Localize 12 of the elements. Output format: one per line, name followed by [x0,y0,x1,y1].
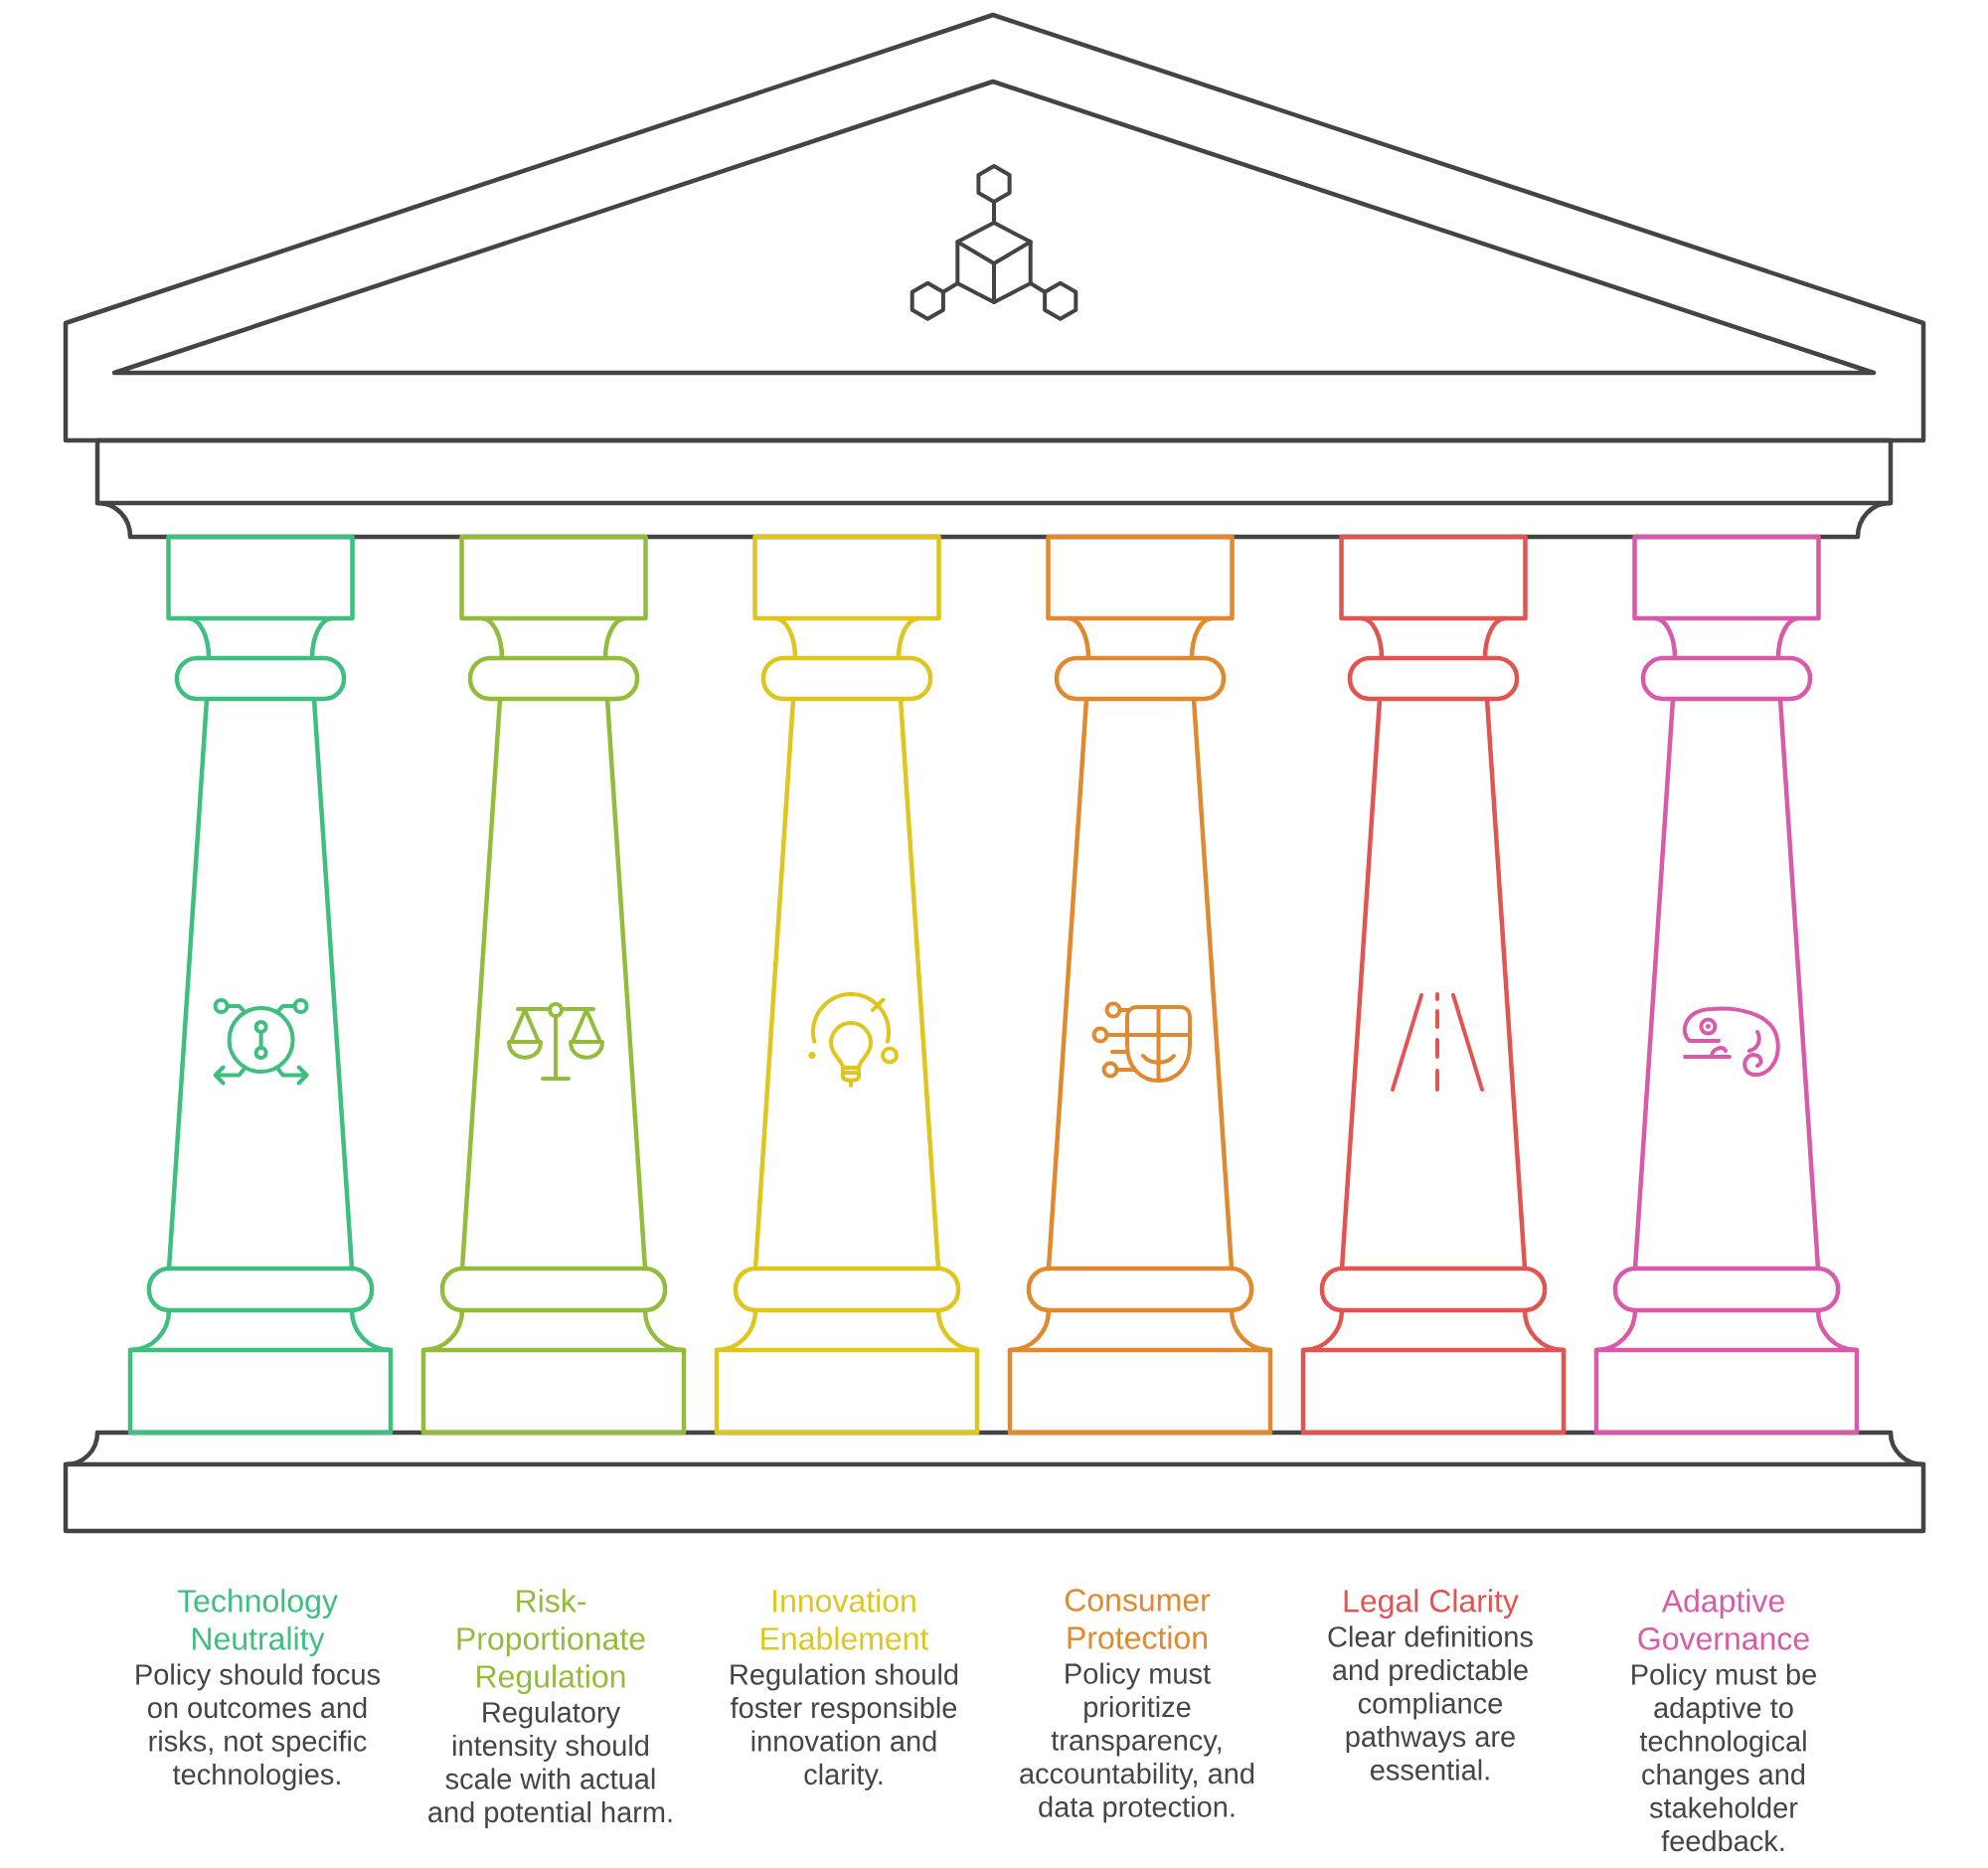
pillar-description: Policy must be adaptive to technological changes and stakeholder feedback. [1632,1663,1816,1852]
pillar-description: Clear definitions and predictable compliance pathways are essential. [1328,1625,1533,1781]
pillar-title: Consumer Protection [1065,1589,1211,1649]
pillar-title: Technology Neutrality [177,1589,338,1657]
pillar-description: Regulatory intensity should scale with actual and potential harm. [428,1701,672,1828]
pillar-title: Legal Clarity [1344,1589,1519,1619]
pillar-description: Regulation should foster responsible innovation and clarity. [730,1663,958,1790]
pillar-description: Policy should focus on outcomes and risks, not specific technologies. [136,1663,380,1790]
pillar-title: Innovation Enablement [761,1589,929,1650]
pillar-description: Policy must prioritize transparency, accountability, and data protection. [1020,1662,1254,1823]
pillar-title: Risk-Proportionate Regulation [457,1589,645,1695]
pillar-title: Adaptive Governance [1638,1589,1809,1650]
